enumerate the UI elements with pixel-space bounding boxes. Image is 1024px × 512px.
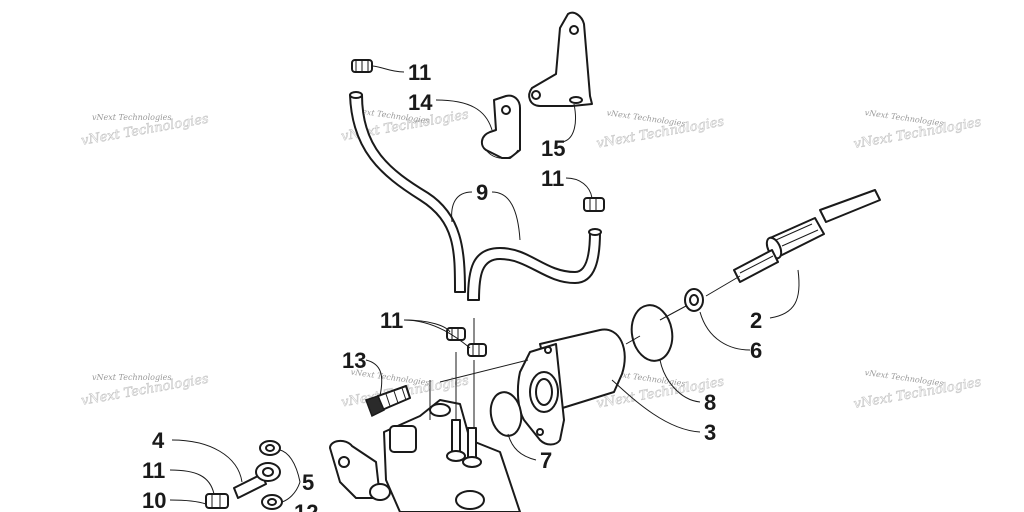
callout-6: 6 [750,338,762,363]
sealing-washer-lower [261,494,283,510]
svg-text:vNext Technologies: vNext Technologies [92,373,171,382]
mounting-bracket [528,11,593,107]
o-ring-small [489,391,523,437]
hose-clamp-lower-1 [446,327,466,341]
oil-pump-body [329,399,521,512]
hose-clamp-right [583,197,605,212]
watermark-top-right: vNext Technologies vNext Technologies [852,108,983,152]
svg-text:vNext Technologies: vNext Technologies [864,108,944,128]
callout-13: 13 [342,348,366,373]
pump-housing [516,328,626,446]
hose-right [467,228,602,301]
callout-11-lower-left: 11 [142,458,165,483]
svg-text:vNext Technologies: vNext Technologies [606,108,686,128]
callout-11-upper-right: 11 [541,166,564,191]
hose-clamp-lower-2 [467,343,487,357]
hose-clamp-top [351,59,373,73]
sealing-washer-upper [259,440,281,456]
callout-5: 5 [302,470,314,495]
svg-text:vNext Technologies: vNext Technologies [92,113,171,122]
banjo-bolt [365,385,411,418]
svg-text:vNext Technologies: vNext Technologies [864,368,944,388]
drive-shaft [733,189,881,283]
callout-12: 12 [294,500,318,512]
watermark-bottom-left: vNext Technologies vNext Technologies [80,371,211,409]
callout-3: 3 [704,420,716,445]
hose-clamp-bottom-left [205,493,229,509]
callout-11-mid: 11 [380,308,403,333]
watermark-top-left: vNext Technologies vNext Technologies [80,111,211,149]
leader-lines [169,65,800,505]
callout-8: 8 [704,390,716,415]
o-ring-large [630,304,674,362]
callout-4: 4 [152,428,165,453]
watermark-top-mid: vNext Technologies vNext Technologies [595,108,726,152]
callout-labels: 11 14 15 11 9 2 6 11 13 8 3 4 7 11 5 10 … [142,60,762,512]
washer [684,288,704,312]
callout-7: 7 [540,448,552,473]
callout-10: 10 [142,488,166,512]
callout-15: 15 [541,136,565,161]
callout-14: 14 [408,90,433,115]
callout-9: 9 [476,180,488,205]
callout-2: 2 [750,308,762,333]
callout-11-top: 11 [408,60,431,85]
hose-left [349,91,466,293]
banjo-fitting [233,462,281,499]
clamp-bracket [480,94,521,159]
watermark-bottom-right: vNext Technologies vNext Technologies [852,368,983,412]
